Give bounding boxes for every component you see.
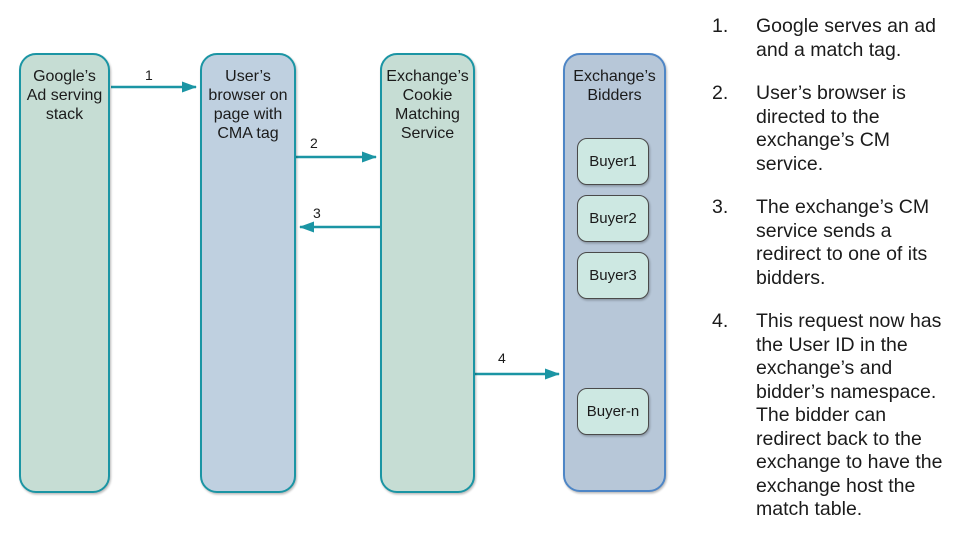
node-label: User’s browser on page with CMA tag: [208, 68, 288, 142]
step-text: Google serves an ad and a match tag.: [756, 15, 936, 61]
buyer-n-chip: Buyer-n: [577, 388, 649, 435]
step-number: 3.: [712, 196, 729, 218]
node-label: Google’s Ad serving stack: [26, 68, 103, 123]
node-exchange-bidders: Exchange’s Bidders Buyer1 Buyer2 Buyer3 …: [563, 53, 666, 492]
step-item-1: 1. Google serves an ad and a match tag.: [712, 15, 958, 62]
node-label: Exchange’s Bidders: [573, 68, 656, 104]
steps-list: 1. Google serves an ad and a match tag. …: [712, 15, 958, 540]
arrow-label-2: 2: [310, 135, 318, 151]
step-text: The exchange’s CM service sends a redire…: [756, 196, 930, 289]
arrow-label-3: 3: [313, 205, 321, 221]
step-item-4: 4. This request now has the User ID in t…: [712, 310, 958, 522]
buyer-1-chip: Buyer1: [577, 138, 649, 185]
step-item-2: 2. User’s browser is directed to the exc…: [712, 82, 958, 176]
step-number: 4.: [712, 310, 729, 332]
node-label: Exchange’s Cookie Matching Service: [386, 68, 469, 142]
node-exchange-cookie-matching-service: Exchange’s Cookie Matching Service: [380, 53, 475, 493]
step-text: User’s browser is directed to the exchan…: [756, 82, 906, 175]
arrow-label-4: 4: [498, 350, 506, 366]
step-number: 2.: [712, 82, 729, 104]
arrow-label-1: 1: [145, 67, 153, 83]
step-item-3: 3. The exchange’s CM service sends a red…: [712, 196, 958, 290]
step-number: 1.: [712, 15, 729, 37]
node-google-ad-serving-stack: Google’s Ad serving stack: [19, 53, 110, 493]
node-users-browser: User’s browser on page with CMA tag: [200, 53, 296, 493]
step-text: This request now has the User ID in the …: [756, 310, 943, 520]
buyer-2-chip: Buyer2: [577, 195, 649, 242]
buyer-3-chip: Buyer3: [577, 252, 649, 299]
